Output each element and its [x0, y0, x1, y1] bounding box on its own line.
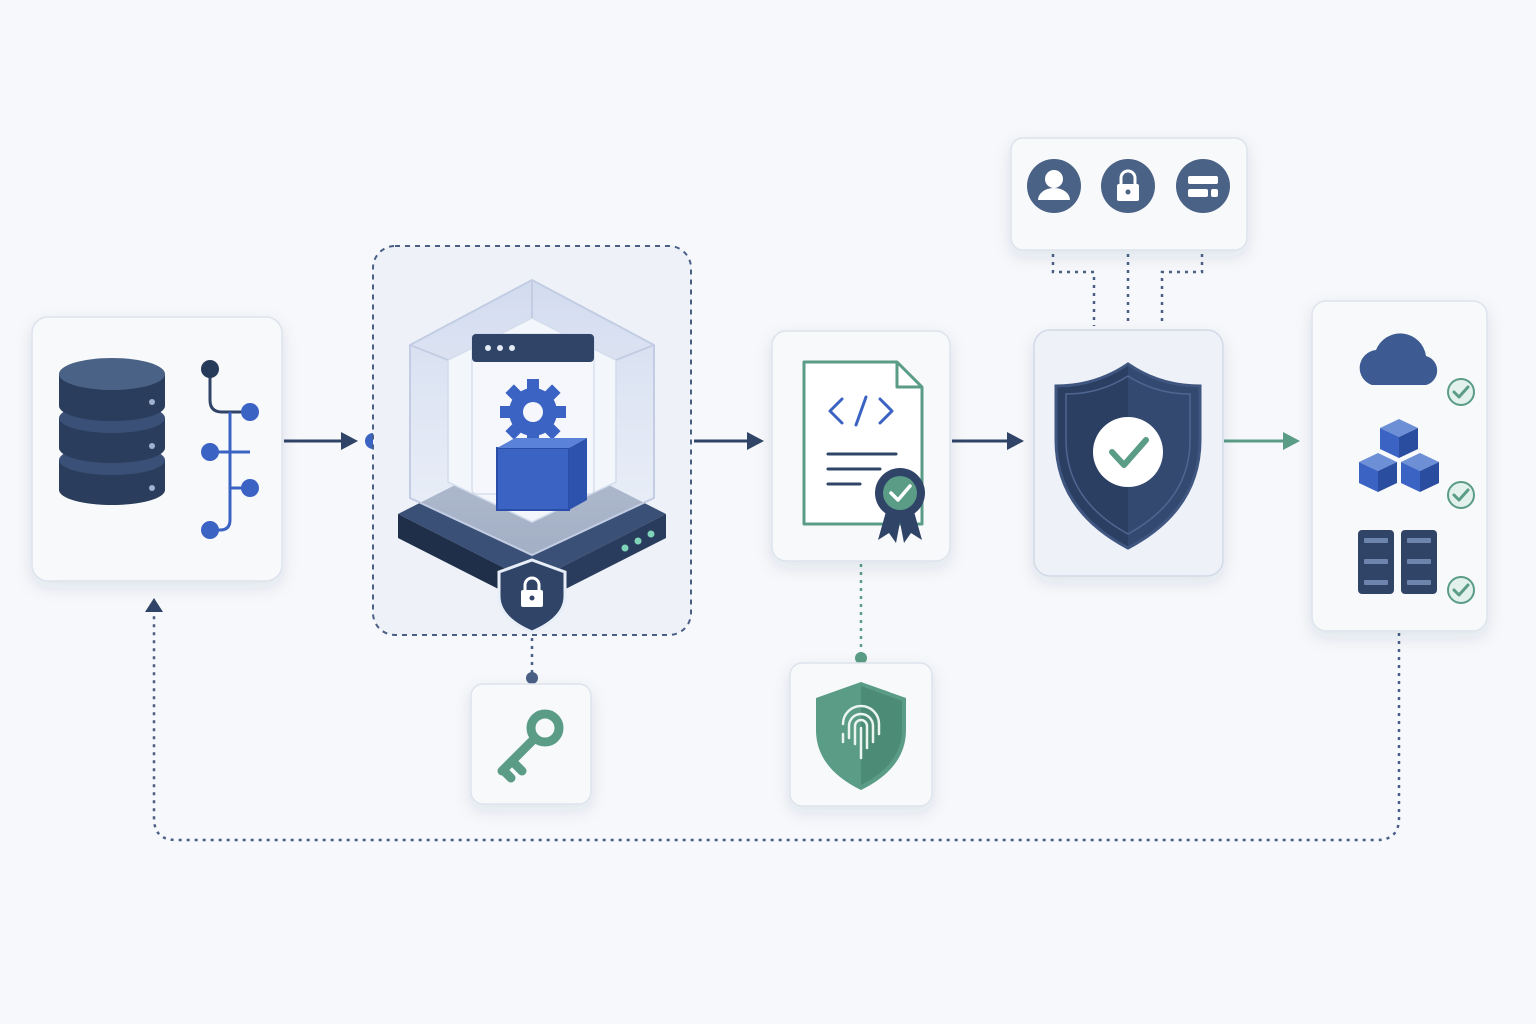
server-rack-icon	[1358, 530, 1437, 594]
certificate-badge-icon	[875, 468, 925, 543]
gear-icon	[500, 379, 566, 445]
edge-code-to-attestation	[855, 564, 867, 664]
check-icon	[1447, 576, 1475, 604]
data-source-card[interactable]	[31, 316, 283, 582]
policy-verification-card[interactable]	[1033, 329, 1224, 577]
database-icon	[59, 358, 165, 505]
identity-controls-card[interactable]	[1010, 137, 1248, 251]
key-management-card[interactable]	[470, 683, 592, 805]
edge-policy-to-deploy	[1224, 432, 1300, 450]
data-branch-icon	[201, 360, 259, 539]
signed-code-card[interactable]	[771, 330, 951, 562]
edge-enclave-to-code	[694, 432, 764, 450]
shield-check-icon	[1054, 362, 1202, 550]
edge-data-to-enclave	[284, 432, 381, 450]
fingerprint-shield-icon	[816, 682, 906, 790]
check-icon	[1447, 481, 1475, 509]
edge-feedback-loop	[145, 598, 1401, 842]
shield-lock-icon	[497, 558, 567, 634]
cubes-cluster-icon	[1359, 419, 1439, 492]
user-icon[interactable]	[1027, 159, 1081, 213]
cloud-icon	[1359, 333, 1438, 385]
edge-enclave-to-key	[526, 638, 538, 684]
deployment-targets-card[interactable]	[1311, 300, 1488, 632]
key-icon	[497, 709, 564, 783]
edge-code-to-policy	[952, 432, 1024, 450]
attestation-card[interactable]	[789, 662, 933, 807]
lock-icon[interactable]	[1101, 159, 1155, 213]
cube-icon	[496, 438, 587, 511]
id-card-icon[interactable]	[1176, 159, 1230, 213]
check-icon	[1447, 378, 1475, 406]
